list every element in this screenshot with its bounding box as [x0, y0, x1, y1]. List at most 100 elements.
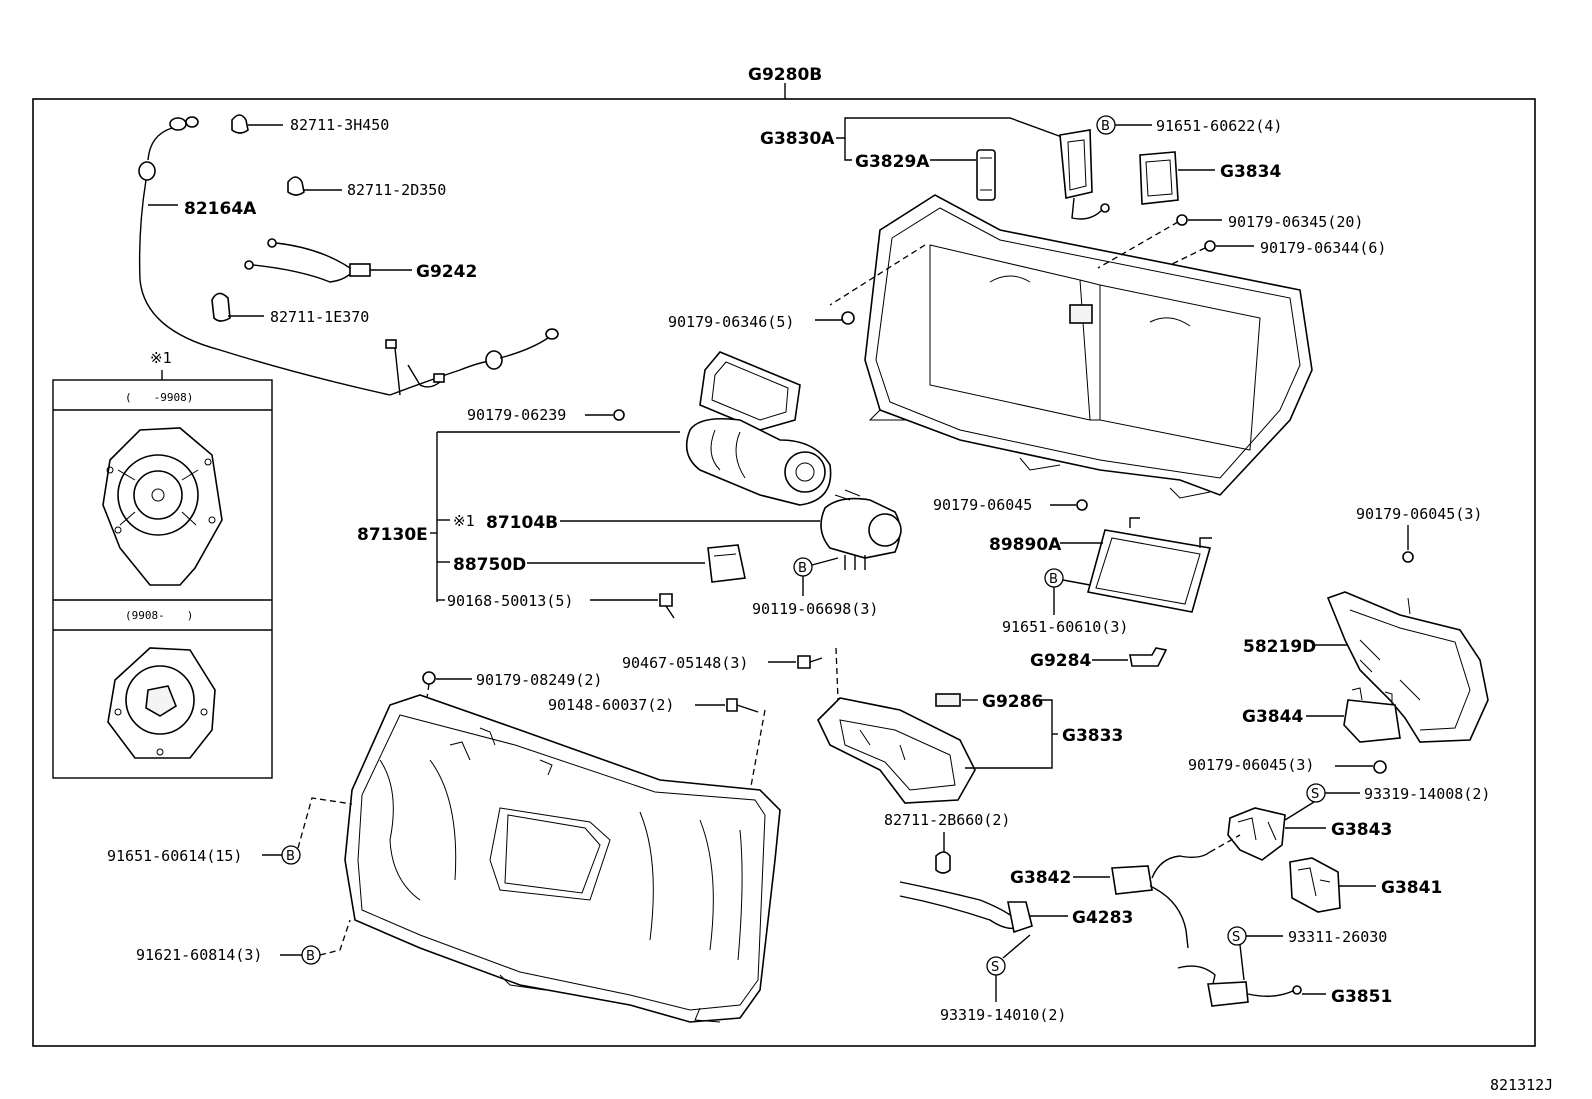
callout-B-5: B — [306, 949, 315, 964]
assembly-title: G9280B — [748, 65, 822, 85]
label-G4283: G4283 — [1072, 908, 1133, 928]
blower-unit-87130E[interactable]: 87130E — [357, 351, 832, 602]
label-93311-26030: 93311-26030 — [1288, 928, 1387, 946]
callout-B-2: B — [798, 561, 807, 576]
diagram-frame — [32, 98, 1536, 1047]
clamp-82711-2B660[interactable]: 82711-2B660(2) — [884, 811, 1010, 874]
label-G3834: G3834 — [1220, 162, 1281, 182]
sensor-G4283[interactable]: G4283 — [899, 881, 1133, 934]
label-91651-60622: 91651-60622(4) — [1156, 117, 1282, 135]
clip-90179-06045-b[interactable]: 90179-06045(3) — [1356, 505, 1482, 563]
door-assembly-G3833[interactable]: G3833 — [817, 697, 1123, 804]
duct-58219D[interactable]: 58219D — [1243, 591, 1489, 743]
lower-duct-panel — [344, 694, 781, 1023]
screw-90168-50013[interactable]: 90168-50013(5) — [437, 592, 675, 619]
inset-top-label: ( -9908) — [125, 391, 193, 404]
screw-93319-14010[interactable]: S 93319-14010(2) — [940, 934, 1066, 1024]
upper-duct-case — [829, 194, 1313, 499]
label-90179-08249: 90179-08249(2) — [476, 671, 602, 689]
label-91651-60614: 91651-60614(15) — [107, 847, 242, 865]
label-87130E: 87130E — [357, 525, 428, 545]
harness-82164A[interactable]: 82164A — [138, 116, 559, 396]
label-90179-06045-c: 90179-06045(3) — [1188, 756, 1314, 774]
label-G3843: G3843 — [1331, 820, 1392, 840]
label-G3851: G3851 — [1331, 987, 1392, 1007]
blower-motor-late-variant — [107, 647, 216, 759]
clip-90179-06045-c[interactable]: 90179-06045(3) — [1188, 756, 1387, 774]
label-87104B-mark: ※1 — [453, 512, 475, 530]
label-G3829A: G3829A — [855, 152, 930, 172]
callout-S: S — [1311, 787, 1319, 802]
sensor-G3842[interactable]: G3842 — [1010, 834, 1241, 949]
screw-90119-06698[interactable]: B 90119-06698(3) — [752, 557, 878, 618]
label-G9284: G9284 — [1030, 651, 1091, 671]
label-88750D: 88750D — [453, 555, 526, 575]
label-93319-14008: 93319-14008(2) — [1364, 785, 1490, 803]
part-G3834[interactable]: G3834 — [1139, 151, 1281, 205]
label-90467-05148: 90467-05148(3) — [622, 654, 748, 672]
clamp-82711-3H450[interactable]: 82711-3H450 — [231, 114, 389, 134]
callout-B-4: B — [286, 849, 295, 864]
label-90179-06045-a: 90179-06045 — [933, 496, 1032, 514]
screw-93319-14008[interactable]: S 93319-14008(2) — [1284, 783, 1490, 821]
label-82711-3H450: 82711-3H450 — [290, 116, 389, 134]
label-G3830A: G3830A — [760, 129, 835, 149]
harness-G3851[interactable]: G3851 — [1177, 965, 1392, 1007]
screw-93311-26030[interactable]: S 93311-26030 — [1227, 926, 1387, 981]
label-82711-2D350: 82711-2D350 — [347, 181, 446, 199]
inset-variant-box: ※1 ( -9908) (9908- ) — [52, 349, 273, 779]
clip-90179-06344[interactable]: 90179-06344(6) — [1204, 239, 1386, 257]
label-90148-60037: 90148-60037(2) — [548, 696, 674, 714]
motor-87104B[interactable]: ※1 87104B — [437, 489, 902, 570]
label-90179-06045-b: 90179-06045(3) — [1356, 505, 1482, 523]
label-90179-06344: 90179-06344(6) — [1260, 239, 1386, 257]
screw-91621-60814[interactable]: 91621-60814(3) B — [136, 919, 351, 965]
label-93319-14010: 93319-14010(2) — [940, 1006, 1066, 1024]
screw-91651-60610[interactable]: B 91651-60610(3) — [1002, 568, 1128, 636]
label-G3833: G3833 — [1062, 726, 1123, 746]
label-G3844: G3844 — [1242, 707, 1303, 727]
amplifier-89890A[interactable]: 89890A — [989, 517, 1212, 613]
clip-90179-06345[interactable]: 90179-06345(20) — [1176, 213, 1363, 231]
inset-marker: ※1 — [150, 349, 172, 367]
label-89890A: 89890A — [989, 535, 1062, 555]
figure-code: 821312J — [1490, 1076, 1553, 1094]
bracket-G9284[interactable]: G9284 — [1030, 647, 1168, 671]
servo-G3844[interactable]: G3844 — [1242, 687, 1401, 743]
callout-B-3: B — [1049, 572, 1058, 587]
screw-91651-60622[interactable]: B 91651-60622(4) — [1096, 115, 1282, 135]
harness-G9242[interactable]: G9242 — [244, 238, 477, 283]
label-87104B: 87104B — [486, 513, 558, 533]
label-90119-06698: 90119-06698(3) — [752, 600, 878, 618]
label-G9242: G9242 — [416, 262, 477, 282]
screw-90467-05148[interactable]: 90467-05148(3) — [622, 647, 839, 701]
label-82711-2B660: 82711-2B660(2) — [884, 811, 1010, 829]
label-58219D: 58219D — [1243, 637, 1316, 657]
clip-90179-06346[interactable]: 90179-06346(5) — [668, 311, 855, 331]
label-G9286: G9286 — [982, 692, 1043, 712]
label-90168-50013: 90168-50013(5) — [447, 592, 573, 610]
servo-G3841[interactable]: G3841 — [1289, 857, 1442, 913]
label-91651-60610: 91651-60610(3) — [1002, 618, 1128, 636]
label-91621-60814: 91621-60814(3) — [136, 946, 262, 964]
inset-bottom-label: (9908- ) — [125, 609, 193, 622]
servo-G3843[interactable]: G3843 — [1227, 807, 1392, 861]
blower-motor-early-variant — [102, 427, 223, 586]
clip-90179-06239[interactable]: 90179-06239 — [467, 406, 625, 424]
label-82164A: 82164A — [184, 199, 257, 219]
clip-90179-06045-a[interactable]: 90179-06045 — [933, 496, 1088, 514]
resistor-88750D[interactable]: 88750D — [437, 544, 746, 583]
clamp-82711-2D350[interactable]: 82711-2D350 — [287, 176, 446, 199]
clamp-82711-1E370[interactable]: 82711-1E370 — [211, 292, 369, 326]
callout-S-3: S — [1232, 930, 1240, 945]
label-90179-06345: 90179-06345(20) — [1228, 213, 1363, 231]
label-G3841: G3841 — [1381, 878, 1442, 898]
screw-91651-60614[interactable]: 91651-60614(15) B — [107, 797, 353, 865]
label-90179-06239: 90179-06239 — [467, 406, 566, 424]
part-G9286[interactable]: G9286 — [935, 692, 1043, 712]
assembly-G3830A[interactable]: G3830A G3829A — [760, 117, 1110, 220]
label-82711-1E370: 82711-1E370 — [270, 308, 369, 326]
label-90179-06346: 90179-06346(5) — [668, 313, 794, 331]
callout-B: B — [1101, 119, 1110, 134]
